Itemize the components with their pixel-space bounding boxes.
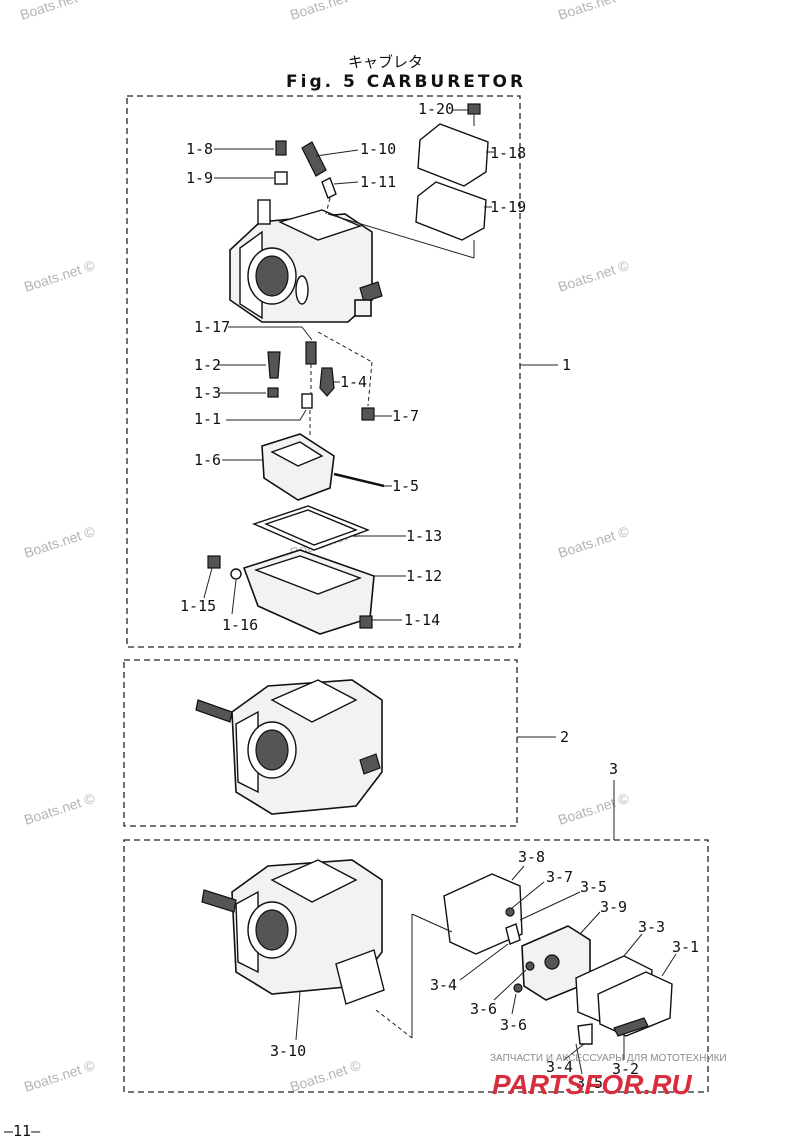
screw-icon <box>467 103 481 115</box>
watermark: Boats.net © <box>556 790 631 828</box>
assembly-ref-label: 2 <box>560 728 569 746</box>
callout-label: 1-8 <box>186 140 213 158</box>
callout-label: 1-10 <box>360 140 396 158</box>
callout-label: 3-9 <box>600 898 627 916</box>
callout-label: 3-6 <box>500 1016 527 1034</box>
jet-icon <box>267 351 281 379</box>
callout-label: 3-7 <box>546 868 573 886</box>
assembly-1-group: 1 1-8 1-9 1-10 1-11 1-2 <box>126 95 571 648</box>
watermark: Boats.net © <box>22 790 97 828</box>
spring-icon <box>301 393 313 409</box>
watermark: Boats.net © <box>556 0 631 23</box>
callout-label: 3-5 <box>576 1074 603 1092</box>
screw-icon <box>505 907 515 917</box>
callout-label: 1-4 <box>340 373 367 391</box>
callout-label: 1-15 <box>180 597 216 615</box>
callout-label: 1-17 <box>194 318 230 336</box>
watermark: Boats.net © <box>556 257 631 295</box>
brand-tagline: ЗАПЧАСТИ И АКСЕССУАРЫ ДЛЯ МОТОТЕХНИКИ <box>490 1053 727 1064</box>
screw-icon <box>613 1017 649 1037</box>
needle-icon <box>301 141 327 177</box>
callout-label: 1-3 <box>194 384 221 402</box>
screw-icon <box>207 555 221 569</box>
callout-label: 1-9 <box>186 169 213 187</box>
jet-icon <box>305 341 317 365</box>
screw-icon <box>275 140 287 156</box>
callout-label: 1-12 <box>406 567 442 585</box>
washer-icon <box>267 387 279 398</box>
assembly-1-box <box>126 95 521 648</box>
gasket-1-19 <box>415 181 487 241</box>
callout-label: 3-4 <box>546 1058 573 1076</box>
callout-label: 3-4 <box>430 976 457 994</box>
callout-label: 1-18 <box>490 144 526 162</box>
assembly-ref-label: 3 <box>609 760 618 778</box>
callout-label: 3-1 <box>672 938 699 956</box>
screw-icon <box>361 407 375 421</box>
watermark: Boats.net © <box>22 523 97 561</box>
callout-label: 1-13 <box>406 527 442 545</box>
callout-label: 3-10 <box>270 1042 306 1060</box>
screw-icon <box>359 615 373 629</box>
brand-logo: PARTSFOR.RU <box>492 1069 692 1100</box>
gasket-1-18 <box>417 123 489 187</box>
assembly-2-box <box>123 659 518 827</box>
callout-label: 1-19 <box>490 198 526 216</box>
float-valve-icon <box>319 367 335 397</box>
figure-title-japanese: キャブレタ <box>348 53 423 71</box>
assembly-2-group: 2 <box>123 659 569 827</box>
gasket-3-8 <box>443 873 523 955</box>
watermark: Boats.net © <box>22 1057 97 1095</box>
valve-icon <box>505 923 521 945</box>
spring-icon <box>274 171 288 185</box>
callout-label: 3-6 <box>470 1000 497 1018</box>
assembly-3-group: 3 3-10 3-8 3-7 3-5 3-9 3-3 3-1 <box>123 760 709 1093</box>
cover-3-1 <box>597 971 673 1037</box>
callout-label: 1-5 <box>392 477 419 495</box>
watermark: Boats.net © <box>288 0 363 23</box>
callout-label: 1-6 <box>194 451 221 469</box>
watermark: Boats.net © <box>288 1057 363 1095</box>
callout-label: 1-7 <box>392 407 419 425</box>
carburetor-assembly-illustration <box>201 859 385 1005</box>
carburetor-assembly-illustration <box>195 679 383 815</box>
assembly-3-box <box>123 839 709 1093</box>
callout-label: 3-8 <box>518 848 545 866</box>
callout-label: 3-2 <box>612 1060 639 1078</box>
figure-title: Fig. 5 CARBURETOR <box>286 72 526 92</box>
callout-label: 1-16 <box>222 616 258 634</box>
callout-label: 1-14 <box>404 611 440 629</box>
callout-label: 1-1 <box>194 410 221 428</box>
watermark: Boats.net © <box>18 0 93 23</box>
spring-icon <box>321 177 337 199</box>
callout-label: 1-2 <box>194 356 221 374</box>
callout-label: 1-11 <box>360 173 396 191</box>
watermark: Boats.net © <box>22 257 97 295</box>
washer-icon <box>230 568 242 580</box>
watermark: Boats.net © <box>556 523 631 561</box>
callout-label: 1-20 <box>418 100 454 118</box>
carburetor-body-illustration <box>229 199 383 323</box>
valve-icon <box>577 1023 593 1045</box>
callout-label: 3-5 <box>580 878 607 896</box>
page-number: –11– <box>4 1122 41 1140</box>
assembly-ref-label: 1 <box>562 356 571 374</box>
callout-label: 3-3 <box>638 918 665 936</box>
